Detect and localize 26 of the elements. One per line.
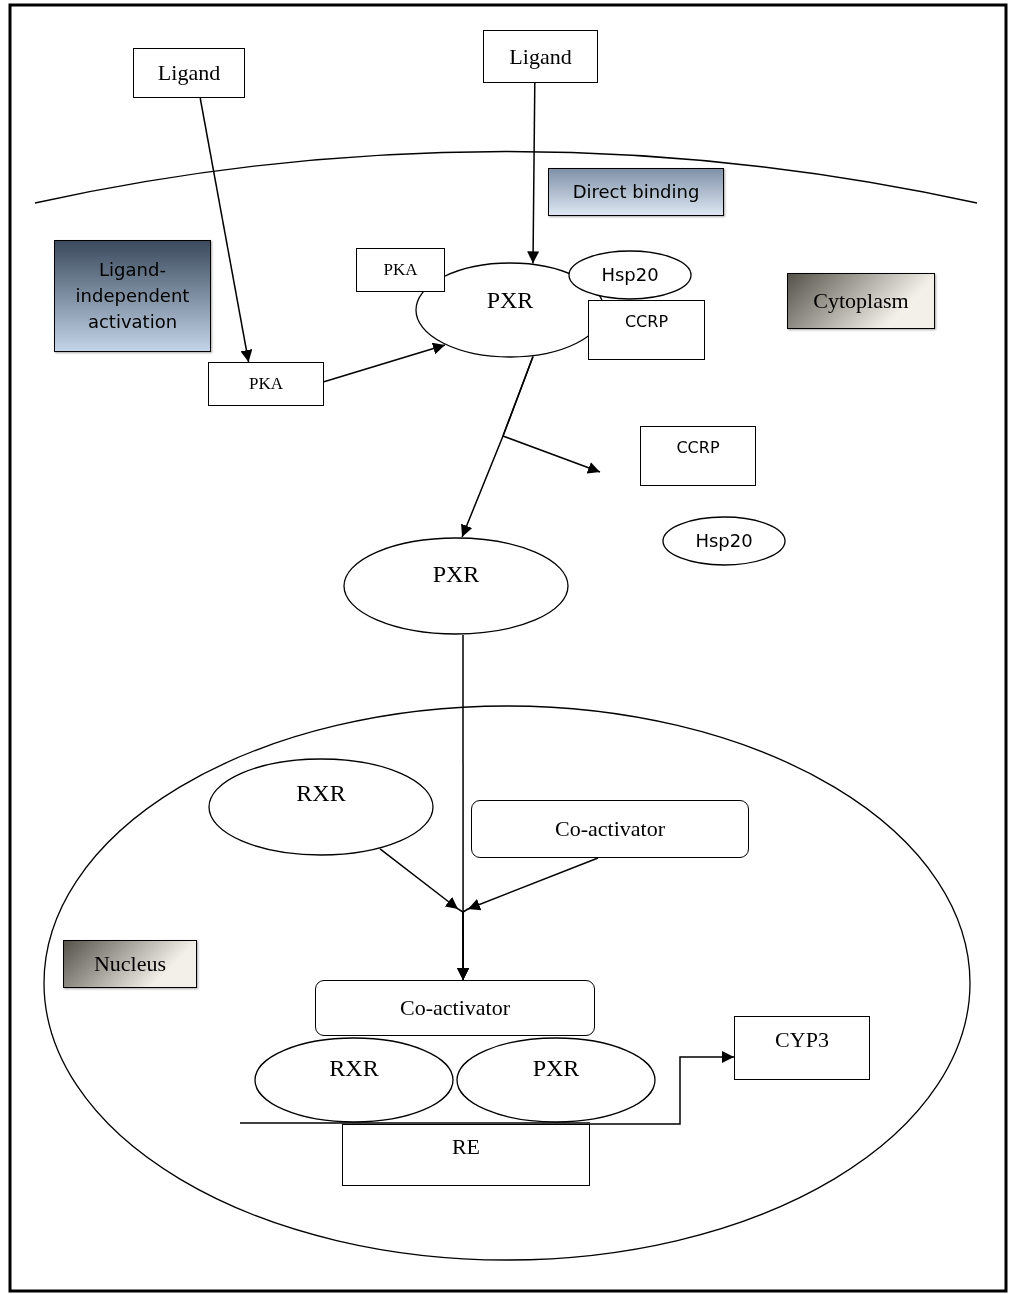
protein-ellipse: Hsp20 xyxy=(568,250,692,300)
arrow xyxy=(199,97,253,363)
ligand-box: Ligand xyxy=(133,48,245,98)
protein-box: CCRP xyxy=(640,426,756,486)
protein-ellipse: PXR xyxy=(343,537,569,635)
compartment-label: Cytoplasm xyxy=(787,273,935,329)
protein-box: Co-activator xyxy=(315,980,595,1036)
ligand-box: Ligand xyxy=(483,30,598,83)
protein-box: PKA xyxy=(208,362,324,406)
compartment-label: Nucleus xyxy=(63,940,197,988)
protein-box: PKA xyxy=(356,248,445,292)
arrow xyxy=(457,857,599,981)
protein-ellipse: RXR xyxy=(254,1037,454,1123)
gene-box: CYP3 xyxy=(734,1016,870,1080)
protein-box: Co-activator xyxy=(471,800,749,858)
arrow xyxy=(502,355,601,474)
arrow xyxy=(527,82,540,265)
annotation-panel: Direct binding xyxy=(548,168,724,216)
protein-ellipse: PXR xyxy=(456,1037,656,1123)
protein-ellipse: Hsp20 xyxy=(662,516,786,566)
protein-box: CCRP xyxy=(588,300,705,360)
response-element-box: RE xyxy=(342,1124,590,1186)
protein-ellipse: RXR xyxy=(208,758,434,856)
annotation-panel: Ligand-independent activation xyxy=(54,240,211,352)
arrow xyxy=(589,1051,735,1125)
arrow xyxy=(323,342,446,383)
